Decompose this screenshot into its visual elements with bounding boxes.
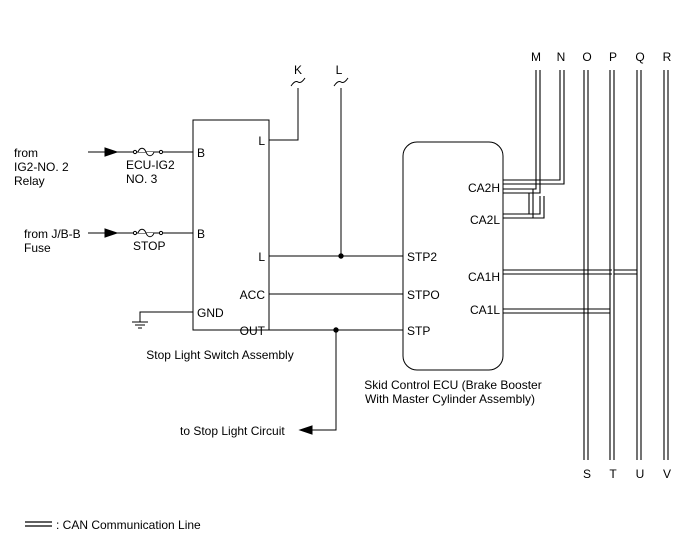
pin-ca2l: CA2L bbox=[470, 213, 500, 227]
pin-l-mid: L bbox=[258, 250, 265, 264]
connector-labels: K L M N O P Q R S T U V bbox=[294, 50, 672, 481]
ig2-source-line2: IG2-NO. 2 bbox=[14, 160, 69, 174]
pin-gnd: GND bbox=[197, 306, 224, 320]
connector-k: K bbox=[294, 63, 302, 77]
ig2-source-line1: from bbox=[14, 146, 38, 160]
legend-can-label: : CAN Communication Line bbox=[56, 518, 201, 532]
stop-fuse-symbol bbox=[134, 228, 158, 238]
connector-p: P bbox=[609, 50, 617, 64]
connector-l: L bbox=[336, 63, 343, 77]
stp2-junction bbox=[338, 253, 344, 259]
can-bus-lines bbox=[503, 70, 669, 460]
l-break-symbol bbox=[333, 77, 349, 87]
ecu-ig2-fuse-label2: NO. 3 bbox=[126, 172, 158, 186]
stop-switch-pin-labels: B B GND L L ACC OUT Stop Light Switch As… bbox=[146, 134, 293, 362]
k-break-symbol bbox=[290, 77, 306, 87]
fuse-labels: ECU-IG2 NO. 3 STOP bbox=[126, 158, 175, 253]
pin-acc: ACC bbox=[240, 288, 266, 302]
stop-switch-name: Stop Light Switch Assembly bbox=[146, 348, 293, 362]
pin-out: OUT bbox=[240, 324, 266, 338]
stop-fuse-label: STOP bbox=[133, 239, 165, 253]
ig2-source-line3: Relay bbox=[14, 174, 45, 188]
stop-light-branch bbox=[312, 330, 337, 431]
jbb-source-line1: from J/B-B bbox=[24, 227, 81, 241]
ecu-ig2-fuse-symbol bbox=[134, 147, 158, 157]
jbb-source-line2: Fuse bbox=[24, 241, 51, 255]
stop-light-arrow bbox=[298, 425, 313, 435]
connector-q: Q bbox=[635, 50, 644, 64]
connector-o: O bbox=[582, 50, 591, 64]
pin-ca1l: CA1L bbox=[470, 303, 500, 317]
connector-s: S bbox=[583, 467, 591, 481]
connector-m: M bbox=[531, 50, 541, 64]
source-labels: from IG2-NO. 2 Relay from J/B-B Fuse bbox=[14, 146, 81, 255]
ig2-arrow bbox=[104, 147, 119, 157]
connector-r: R bbox=[663, 50, 672, 64]
l-to-k-wire bbox=[269, 88, 299, 141]
pin-ca1h: CA1H bbox=[468, 270, 500, 284]
stop-light-switch-box bbox=[192, 119, 270, 331]
pin-stpo: STPO bbox=[407, 288, 440, 302]
gnd-wire bbox=[139, 311, 193, 322]
pin-stp2: STP2 bbox=[407, 250, 437, 264]
ecu-name-line1: Skid Control ECU (Brake Booster bbox=[364, 378, 541, 392]
to-stop-light-label: to Stop Light Circuit bbox=[180, 424, 285, 438]
ecu-ig2-fuse-label1: ECU-IG2 bbox=[126, 158, 175, 172]
pin-ca2h: CA2H bbox=[468, 181, 500, 195]
pin-b2: B bbox=[197, 227, 205, 241]
ecu-name-line2: With Master Cylinder Assembly) bbox=[365, 392, 535, 406]
connector-t: T bbox=[609, 467, 617, 481]
jbb-arrow bbox=[104, 228, 119, 238]
connector-v: V bbox=[663, 467, 671, 481]
pin-l-top: L bbox=[258, 134, 265, 148]
ecu-pin-labels: STP2 STPO STP CA2H CA2L CA1H CA1L Skid C… bbox=[364, 181, 541, 406]
pin-b1: B bbox=[197, 146, 205, 160]
pin-stp: STP bbox=[407, 324, 430, 338]
connector-n: N bbox=[557, 50, 566, 64]
connector-u: U bbox=[636, 467, 645, 481]
